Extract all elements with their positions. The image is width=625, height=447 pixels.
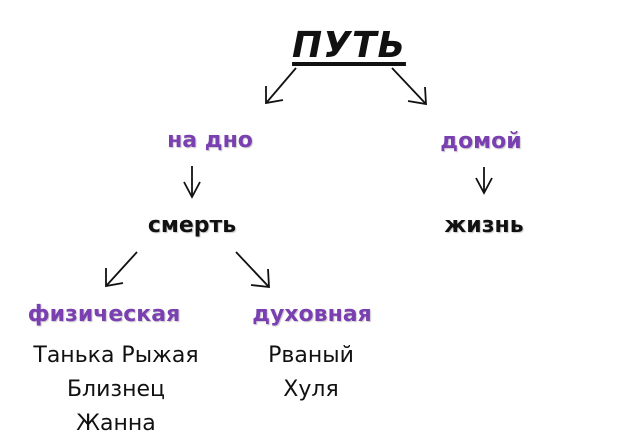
name-item: Хуля <box>283 377 339 402</box>
name-item: Близнец <box>66 377 166 402</box>
result-left: смерть <box>147 213 237 238</box>
sub-label-spiritual: духовная <box>252 302 372 327</box>
branch-label-left: на дно <box>167 128 253 153</box>
root-title: ПУТЬ <box>292 25 406 66</box>
name-item: Рваный <box>268 343 354 368</box>
names-list-spiritual: Рваный Хуля <box>268 339 354 407</box>
branch-label-right: домой <box>440 129 522 154</box>
arrow-right-down <box>475 167 493 195</box>
arrow-death-to-physical <box>105 251 138 288</box>
arrow-root-to-left <box>265 67 297 105</box>
name-item: Жанна <box>76 411 156 436</box>
arrow-root-to-right <box>391 67 427 106</box>
arrow-left-down <box>183 166 201 199</box>
sub-label-physical: физическая <box>27 302 181 327</box>
result-right: жизнь <box>444 213 524 238</box>
arrow-death-to-spiritual <box>235 251 270 289</box>
name-item: Танька Рыжая <box>33 343 199 368</box>
names-list-physical: Танька Рыжая Близнец Жанна <box>33 339 198 441</box>
